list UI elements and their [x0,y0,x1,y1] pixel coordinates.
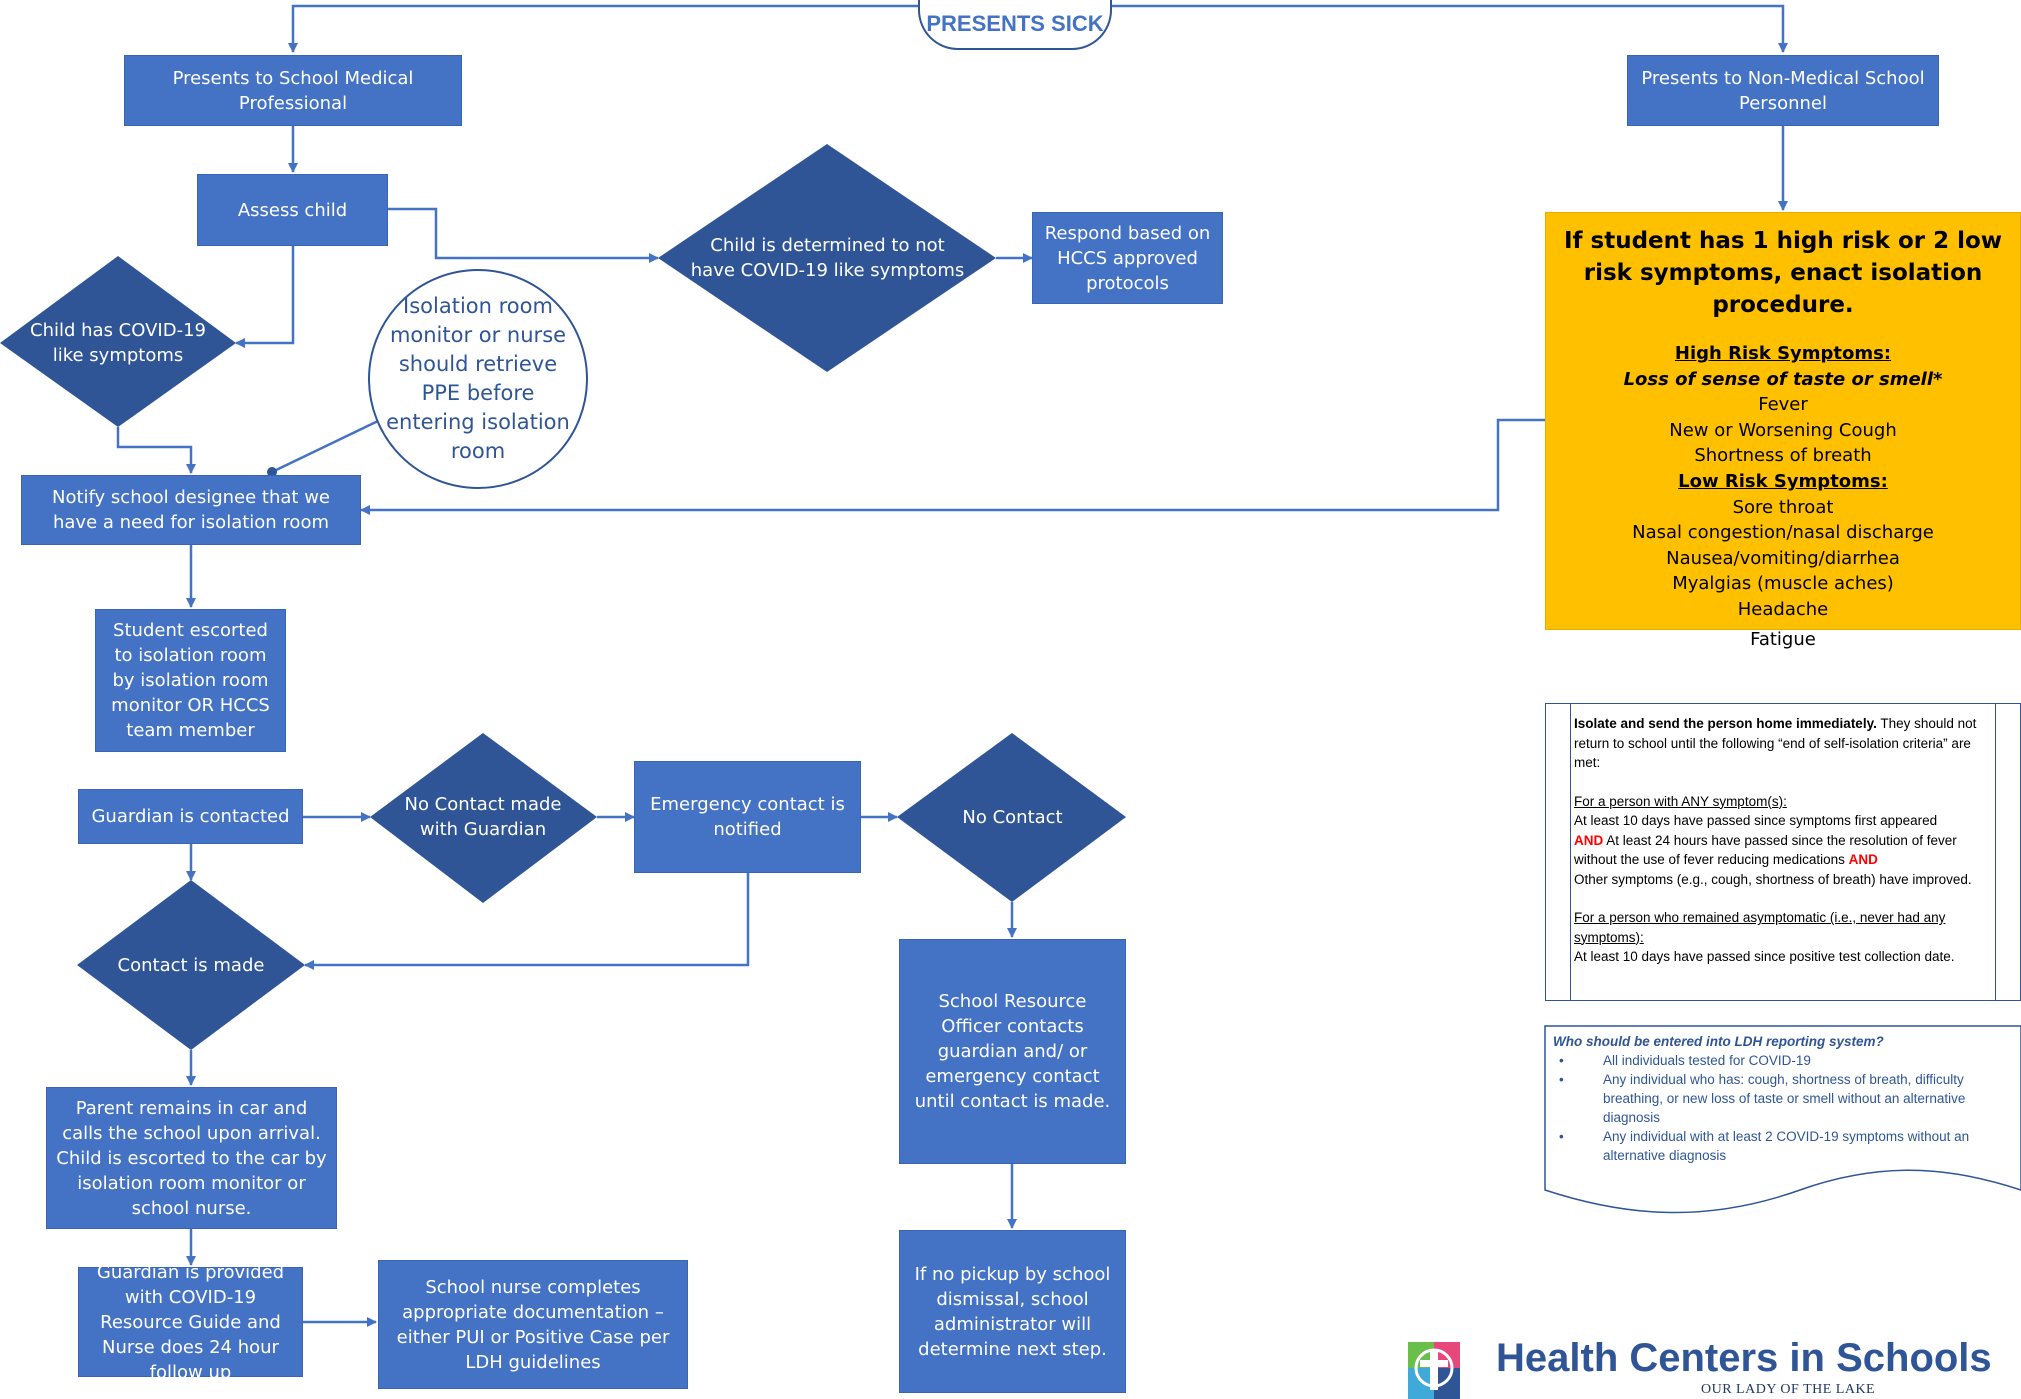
reporting-item-text: Any individual who has: cough, shortness… [1603,1072,1966,1125]
criteria-asymptomatic-label: For a person who remained asymptomatic (… [1574,910,1946,945]
high-risk-item: New or Worsening Cough [1669,419,1897,441]
criteria-and1: AND [1574,832,1604,848]
diamond-no-contact: No Contact [962,806,1063,828]
reporting-item: • Any individual with at least 2 COVID-1… [1553,1127,2011,1165]
edge-circle-notify [271,419,379,474]
criteria-line2-wrap: AND At least 24 hours have passed since … [1574,831,1990,870]
symptoms-heading: If student has 1 high risk or 2 low risk… [1563,228,2003,318]
isolation-criteria-box: Isolate and send the person home immedia… [1545,703,2021,1001]
symptoms-box: If student has 1 high risk or 2 low risk… [1545,212,2021,650]
bullet-icon: • [1559,1053,1564,1068]
high-risk-label: High Risk Symptoms: [1674,343,1892,364]
isolation-note-circle: Isolation room monitor or nurse should r… [368,269,588,489]
diamond-contact-made-shape [77,880,305,1050]
edge-assess-notcovid [388,207,659,263]
high-risk-item: Shortness of breath [1694,445,1872,467]
node-no-pickup: If no pickup by school dismissal, school… [899,1230,1126,1393]
title-presents-sick: PRESENTS SICK [918,0,1112,50]
node-notify: Notify school designee that we have a ne… [21,475,361,545]
low-risk-item: Myalgias (muscle aches) [1672,573,1894,595]
reporting-item-text: All individuals tested for COVID-19 [1603,1053,1811,1068]
criteria-any-symptom-label: For a person with ANY symptom(s): [1574,793,1787,809]
bullet-icon: • [1559,1129,1564,1144]
diamond-has-covid-shape [0,256,236,427]
hcis-logo: Health Centers in Schools OUR LADY OF TH… [1408,1336,1992,1399]
low-risk-item: Nasal congestion/nasal discharge [1632,522,1934,544]
high-risk-item: Fever [1758,394,1808,416]
node-parent-car: Parent remains in car and calls the scho… [46,1087,337,1229]
bullet-icon: • [1559,1072,1564,1087]
reporting-item: • All individuals tested for COVID-19 [1553,1051,2011,1070]
low-risk-item: Sore throat [1732,496,1834,518]
reporting-item-text: Any individual with at least 2 COVID-19 … [1603,1129,1970,1163]
edge-emergency-contactmade [304,873,750,970]
cross-logo-icon [1408,1342,1460,1399]
low-risk-item: Headache [1737,598,1829,620]
criteria-line2: At least 24 hours have passed since the … [1574,832,1957,868]
diamond-not-covid-shape [658,144,996,372]
node-escorted: Student escorted to isolation room by is… [95,609,286,752]
criteria-line3: Other symptoms (e.g., cough, shortness o… [1574,871,1972,887]
edge-hascovid-notify [116,427,196,474]
criteria-lead-rest: They should not return to school until t… [1574,716,1977,770]
diamond-no-contact-guardian-shape [370,733,597,903]
diamond-no-contact-guardian: No Contact made with Guardian [404,794,562,840]
node-nurse-docs: School nurse completes appropriate docum… [378,1260,688,1389]
criteria-lead-bold: Isolate and send the person home immedia… [1574,716,1877,731]
criteria-and2: AND [1848,852,1878,867]
reporting-box: Who should be entered into LDH reporting… [1545,1026,2021,1186]
node-assess-child: Assess child [197,174,388,246]
node-emergency-notified: Emergency contact is notified [634,761,861,873]
node-guardian-contacted: Guardian is contacted [78,789,303,844]
edge-symptoms-notify [360,418,1545,515]
criteria-line1: At least 10 days have passed since sympt… [1574,813,1938,828]
edge-title-left [288,4,925,53]
diamond-contact-made: Contact is made [117,954,265,976]
report-outline [1544,1025,2021,1214]
edge-assess-hascovid [235,246,295,348]
low-risk-item: Nausea/vomiting/diarrhea [1666,547,1900,569]
node-guardian-provided: Guardian is provided with COVID-19 Resou… [78,1262,303,1383]
diamond-not-covid: Child is determined to not have COVID-19… [690,235,965,281]
node-sro: School Resource Officer contacts guardia… [899,939,1126,1164]
high-risk-item: Loss of sense of taste or smell* [1623,368,1943,390]
edge-title-right [1110,4,1788,53]
node-respond: Respond based on HCCS approved protocols [1032,212,1223,304]
reporting-question: Who should be entered into LDH reporting… [1553,1034,1884,1049]
connector-dot [267,467,277,477]
reporting-item: • Any individual who has: cough, shortne… [1553,1070,2011,1127]
low-risk-item: Fatigue [1750,628,1816,650]
diamond-no-contact-shape [897,733,1126,902]
node-non-medical: Presents to Non-Medical School Personnel [1627,55,1939,126]
logo-brand-text: Health Centers in Schools [1496,1336,1992,1380]
criteria-lead: Isolate and send the person home immedia… [1574,714,1990,773]
criteria-line4: At least 10 days have passed since posit… [1574,949,1955,964]
low-risk-label: Low Risk Symptoms: [1678,470,1888,492]
diamond-has-covid: Child has COVID-19 like symptoms [30,320,206,366]
logo-subtitle: OUR LADY OF THE LAKE [1701,1382,1876,1397]
node-school-medical: Presents to School Medical Professional [124,55,462,126]
